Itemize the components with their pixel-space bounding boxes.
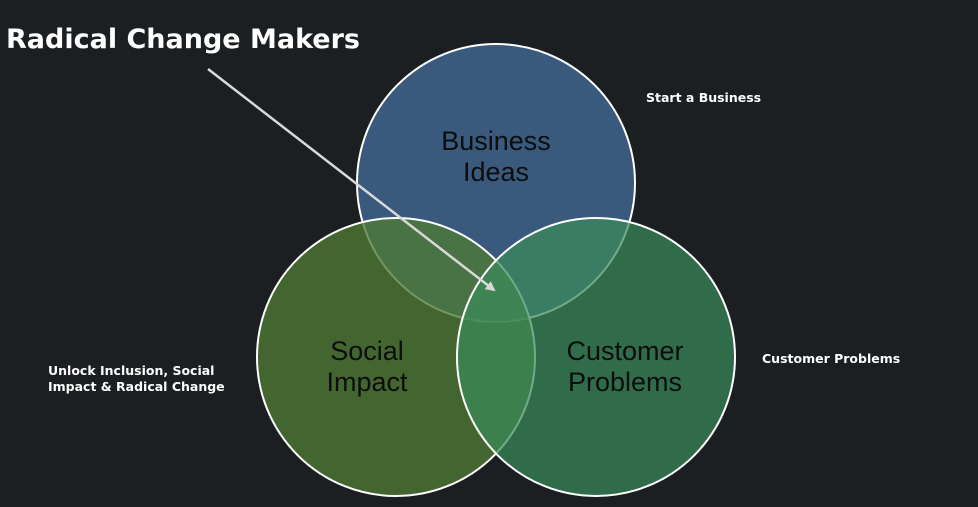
customer-problems-circle-label-line-1: Customer <box>566 336 683 366</box>
social-impact-label-line-1: Social <box>330 336 404 366</box>
start-business-label: Start a Business <box>646 90 762 105</box>
unlock-inclusion-label: Unlock Inclusion, Social Impact & Radica… <box>48 363 225 395</box>
slide-title: Radical Change Makers <box>6 24 361 55</box>
social-impact-label-line-2: Impact <box>326 367 408 397</box>
business-ideas-label-line-2: Ideas <box>463 157 529 187</box>
pointer-arrow <box>207 68 496 292</box>
business-ideas-label-line-1: Business <box>441 126 551 156</box>
customer-problems-circle-label-line-2: Problems <box>568 367 682 397</box>
unlock-inclusion-line-1: Unlock Inclusion, Social <box>48 363 215 378</box>
customer-problems-label: Customer Problems <box>762 351 901 366</box>
unlock-inclusion-line-2: Impact & Radical Change <box>48 379 225 394</box>
customer-problems-circle <box>456 217 736 497</box>
